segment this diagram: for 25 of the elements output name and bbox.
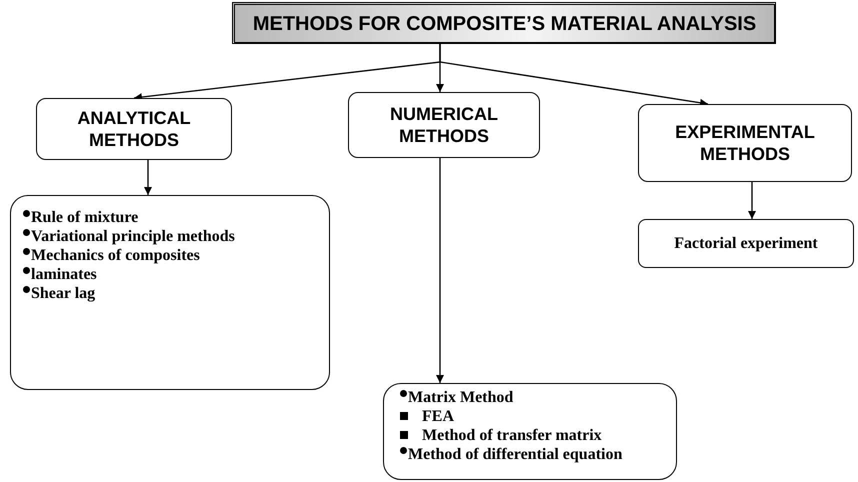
list-item: Rule of mixture xyxy=(31,208,138,227)
arrow xyxy=(439,44,708,107)
list-item: Matrix Method xyxy=(408,388,514,407)
title-banner xyxy=(232,2,776,44)
method-list-box xyxy=(383,383,677,480)
category-box xyxy=(36,98,232,160)
list-item: Method of transfer matrix xyxy=(422,426,602,445)
category-box xyxy=(638,104,852,182)
arrow xyxy=(144,160,152,195)
category-box xyxy=(348,92,540,158)
title-text: METHODS FOR COMPOSITE’S MATERIAL ANALYSIS xyxy=(252,14,756,34)
category-heading: EXPERIMENTAL METHODS xyxy=(674,121,816,165)
arrow xyxy=(748,182,756,219)
list-item: Variational principle methods xyxy=(31,227,235,246)
category-heading: NUMERICAL METHODS xyxy=(389,103,499,147)
method-box xyxy=(638,219,854,268)
list-item: laminates xyxy=(31,265,97,284)
list-item: FEA xyxy=(422,407,454,426)
list-item: Mechanics of composites xyxy=(31,246,200,265)
arrow xyxy=(436,158,444,383)
category-heading: ANALYTICAL METHODS xyxy=(76,107,192,151)
list-item: Method of differential equation xyxy=(408,445,622,464)
method-list-box xyxy=(10,195,330,390)
method-text: Factorial experiment xyxy=(674,234,818,254)
list-item: Shear lag xyxy=(31,284,96,303)
